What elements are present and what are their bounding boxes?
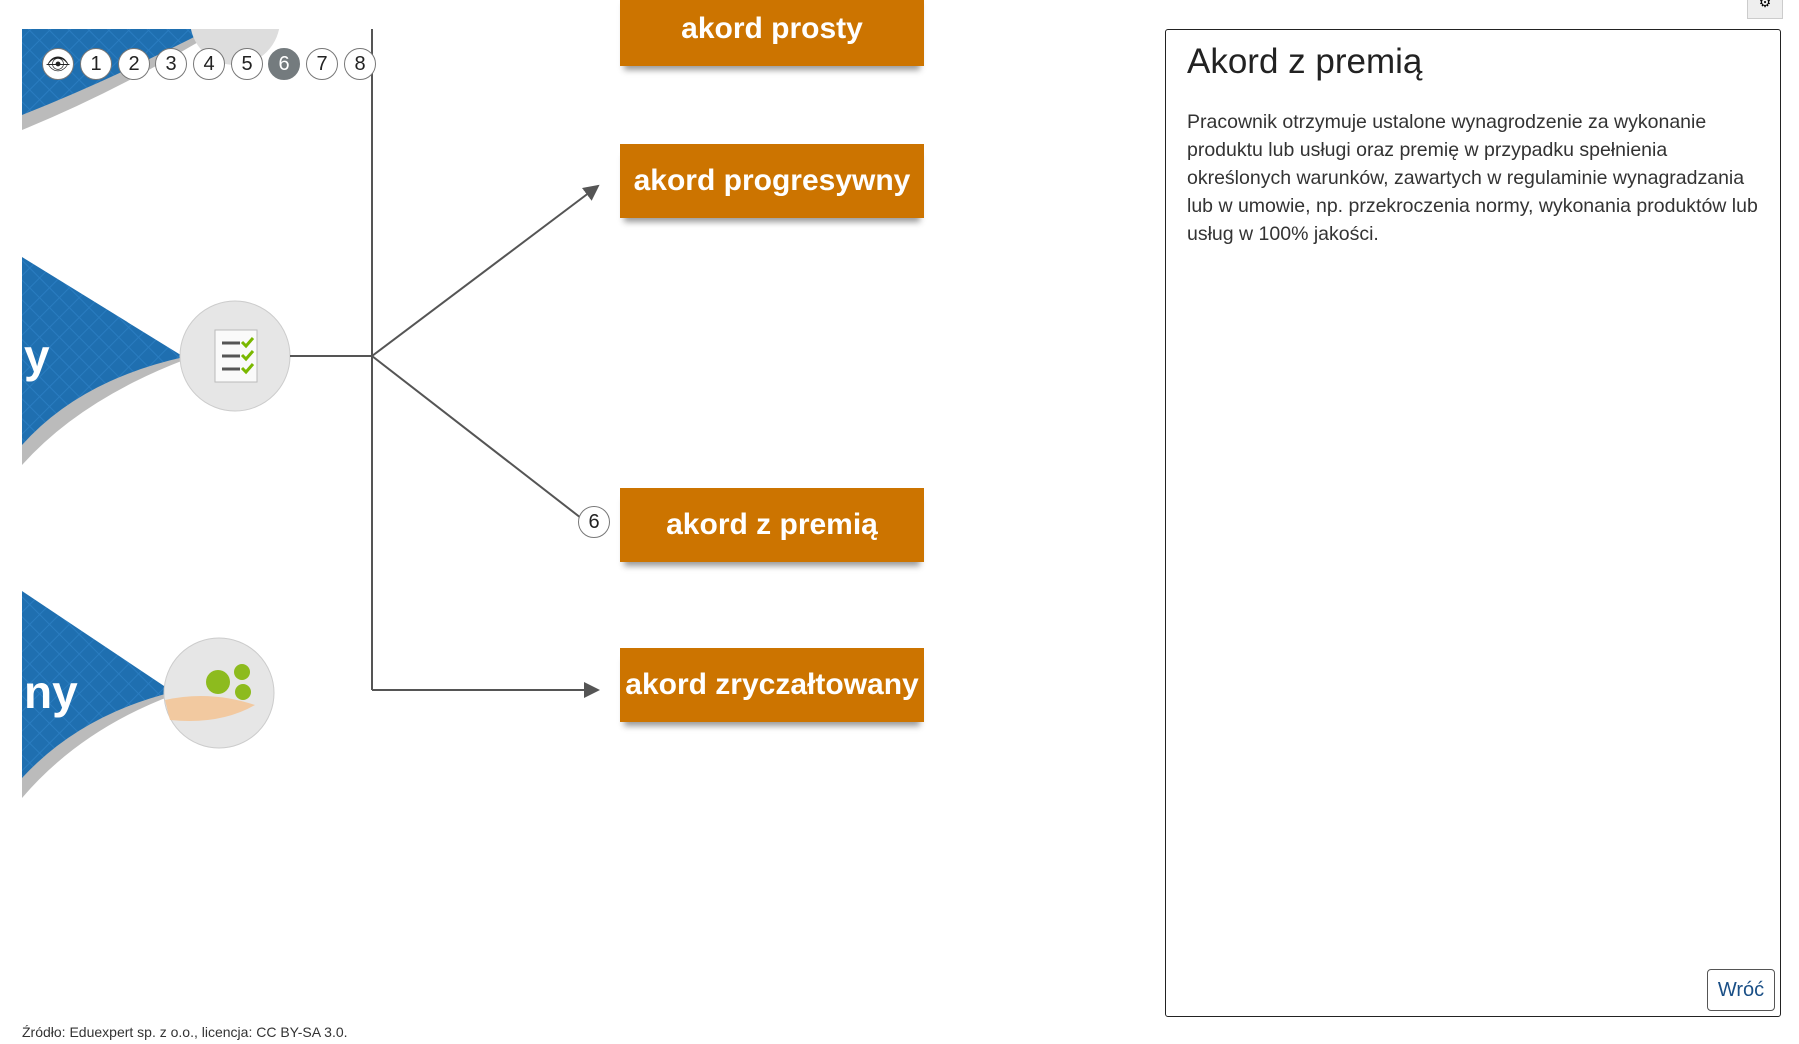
gear-icon: ⚙ — [1758, 0, 1772, 10]
checklist-icon — [179, 300, 291, 412]
connector-line — [371, 355, 582, 519]
step-button-3[interactable]: 3 — [155, 48, 187, 80]
step-button-6[interactable]: 6 — [268, 48, 300, 80]
source-caption: Źródło: Eduexpert sp. z o.o., licencja: … — [22, 1024, 348, 1040]
arrow — [371, 184, 600, 357]
marker-6[interactable]: 6 — [578, 506, 610, 538]
box-akord-z-premia[interactable]: akord z premią — [620, 488, 924, 562]
description-panel: Akord z premią Pracownik otrzymuje ustal… — [1165, 29, 1781, 1017]
step-button-2[interactable]: 2 — [118, 48, 150, 80]
blue-triangle — [22, 591, 173, 778]
money-hand-icon — [163, 637, 275, 749]
panel-title: Akord z premią — [1187, 42, 1423, 81]
hide-markers-button[interactable]: 👁 — [42, 48, 74, 80]
settings-button[interactable]: ⚙ — [1747, 0, 1783, 19]
box-akord-progresywny[interactable]: akord progresywny — [620, 144, 924, 218]
diagram-graphics: y ny — [22, 29, 600, 798]
step-button-1[interactable]: 1 — [80, 48, 112, 80]
panel-body: Pracownik otrzymuje ustalone wynagrodzen… — [1187, 111, 1758, 245]
step-button-4[interactable]: 4 — [193, 48, 225, 80]
left-label: y — [24, 330, 50, 382]
step-button-5[interactable]: 5 — [231, 48, 263, 80]
left-label: ny — [24, 666, 78, 718]
diagram: y ny — [22, 29, 1122, 999]
eye-slash-icon: 👁 — [46, 53, 70, 74]
box-akord-zryczaltowany[interactable]: akord zryczałtowany — [620, 648, 924, 722]
step-button-7[interactable]: 7 — [306, 48, 338, 80]
back-button[interactable]: Wróć — [1707, 969, 1775, 1011]
blue-triangle — [22, 257, 184, 445]
box-akord-prosty[interactable]: akord prosty — [620, 0, 924, 66]
step-button-8[interactable]: 8 — [344, 48, 376, 80]
